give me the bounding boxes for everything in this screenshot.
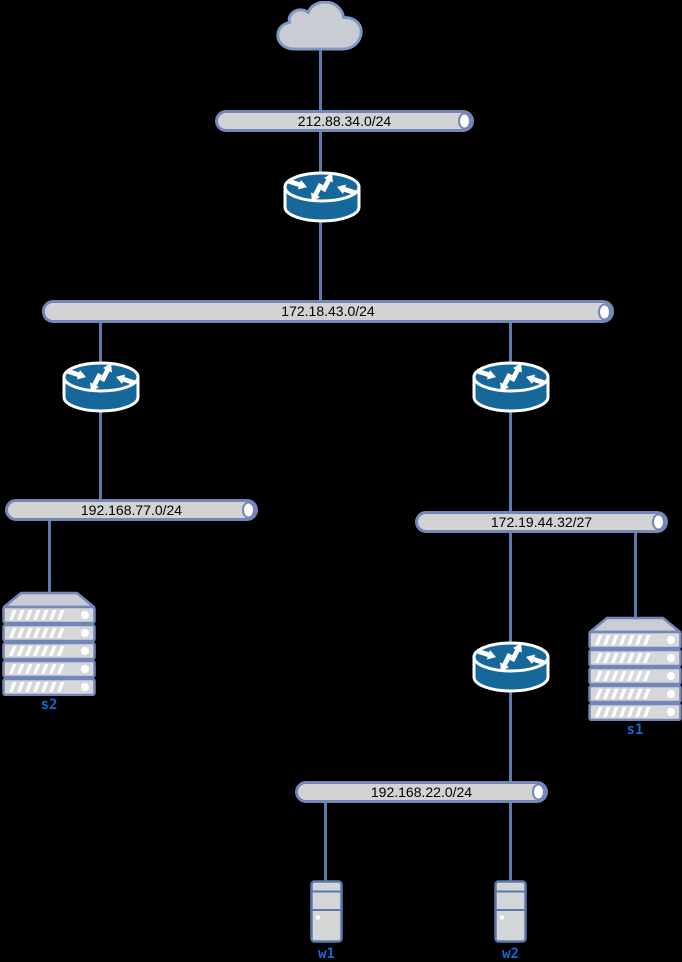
internet-cloud-icon	[274, 1, 366, 52]
segment-end-cap	[652, 513, 665, 531]
segment-label: 172.18.43.0/24	[281, 303, 375, 319]
router-icon	[470, 640, 552, 694]
server-label-s1: s1	[626, 722, 644, 738]
segment-end-cap	[532, 783, 545, 801]
tower-pc-icon	[310, 880, 343, 943]
network-segment-4: 172.19.44.32/27	[415, 511, 668, 533]
link-segment2-router3	[509, 321, 512, 364]
link-router3-segment4	[509, 410, 512, 513]
server-rack-icon	[2, 591, 96, 696]
router-icon	[470, 360, 552, 414]
segment-end-cap	[598, 303, 611, 320]
link-segment5-workstation-w1	[324, 801, 327, 882]
server-rack-icon	[588, 616, 682, 721]
tower-pc-icon	[494, 880, 527, 943]
router-1	[281, 170, 363, 224]
segment-end-cap	[242, 501, 255, 519]
workstation-w1	[310, 880, 343, 943]
network-segment-2: 172.18.43.0/24	[42, 300, 614, 323]
link-segment4-server-s1	[634, 531, 637, 619]
workstation-label-w2: w2	[502, 946, 519, 962]
segment-end-cap	[458, 112, 471, 130]
network-segment-5: 192.168.22.0/24	[295, 781, 548, 803]
link-internet-segment1	[319, 48, 322, 112]
segment-label: 192.168.77.0/24	[80, 501, 183, 518]
router-2	[60, 360, 142, 414]
link-router4-segment5	[509, 688, 512, 783]
workstation-w2	[494, 880, 527, 943]
router-4	[470, 640, 552, 694]
server-s2	[2, 591, 96, 696]
link-segment4-router4	[509, 531, 512, 644]
link-segment1-router1	[319, 130, 322, 174]
network-segment-3: 192.168.77.0/24	[5, 499, 258, 521]
link-router1-segment2	[319, 220, 322, 302]
link-router2-segment3	[99, 408, 102, 501]
router-icon	[281, 170, 363, 224]
workstation-label-w1: w1	[318, 946, 335, 962]
router-icon	[60, 360, 142, 414]
segment-label: 172.19.44.32/27	[490, 513, 593, 530]
server-s1	[588, 616, 682, 721]
router-3	[470, 360, 552, 414]
segment-label: 192.168.22.0/24	[370, 783, 473, 800]
link-segment3-server-s2	[48, 519, 51, 595]
server-label-s2: s2	[40, 697, 58, 713]
network-segment-1: 212.88.34.0/24	[215, 110, 474, 132]
segment-label: 212.88.34.0/24	[297, 112, 392, 129]
link-segment5-workstation-w2	[509, 801, 512, 882]
link-segment2-router2	[99, 321, 102, 364]
